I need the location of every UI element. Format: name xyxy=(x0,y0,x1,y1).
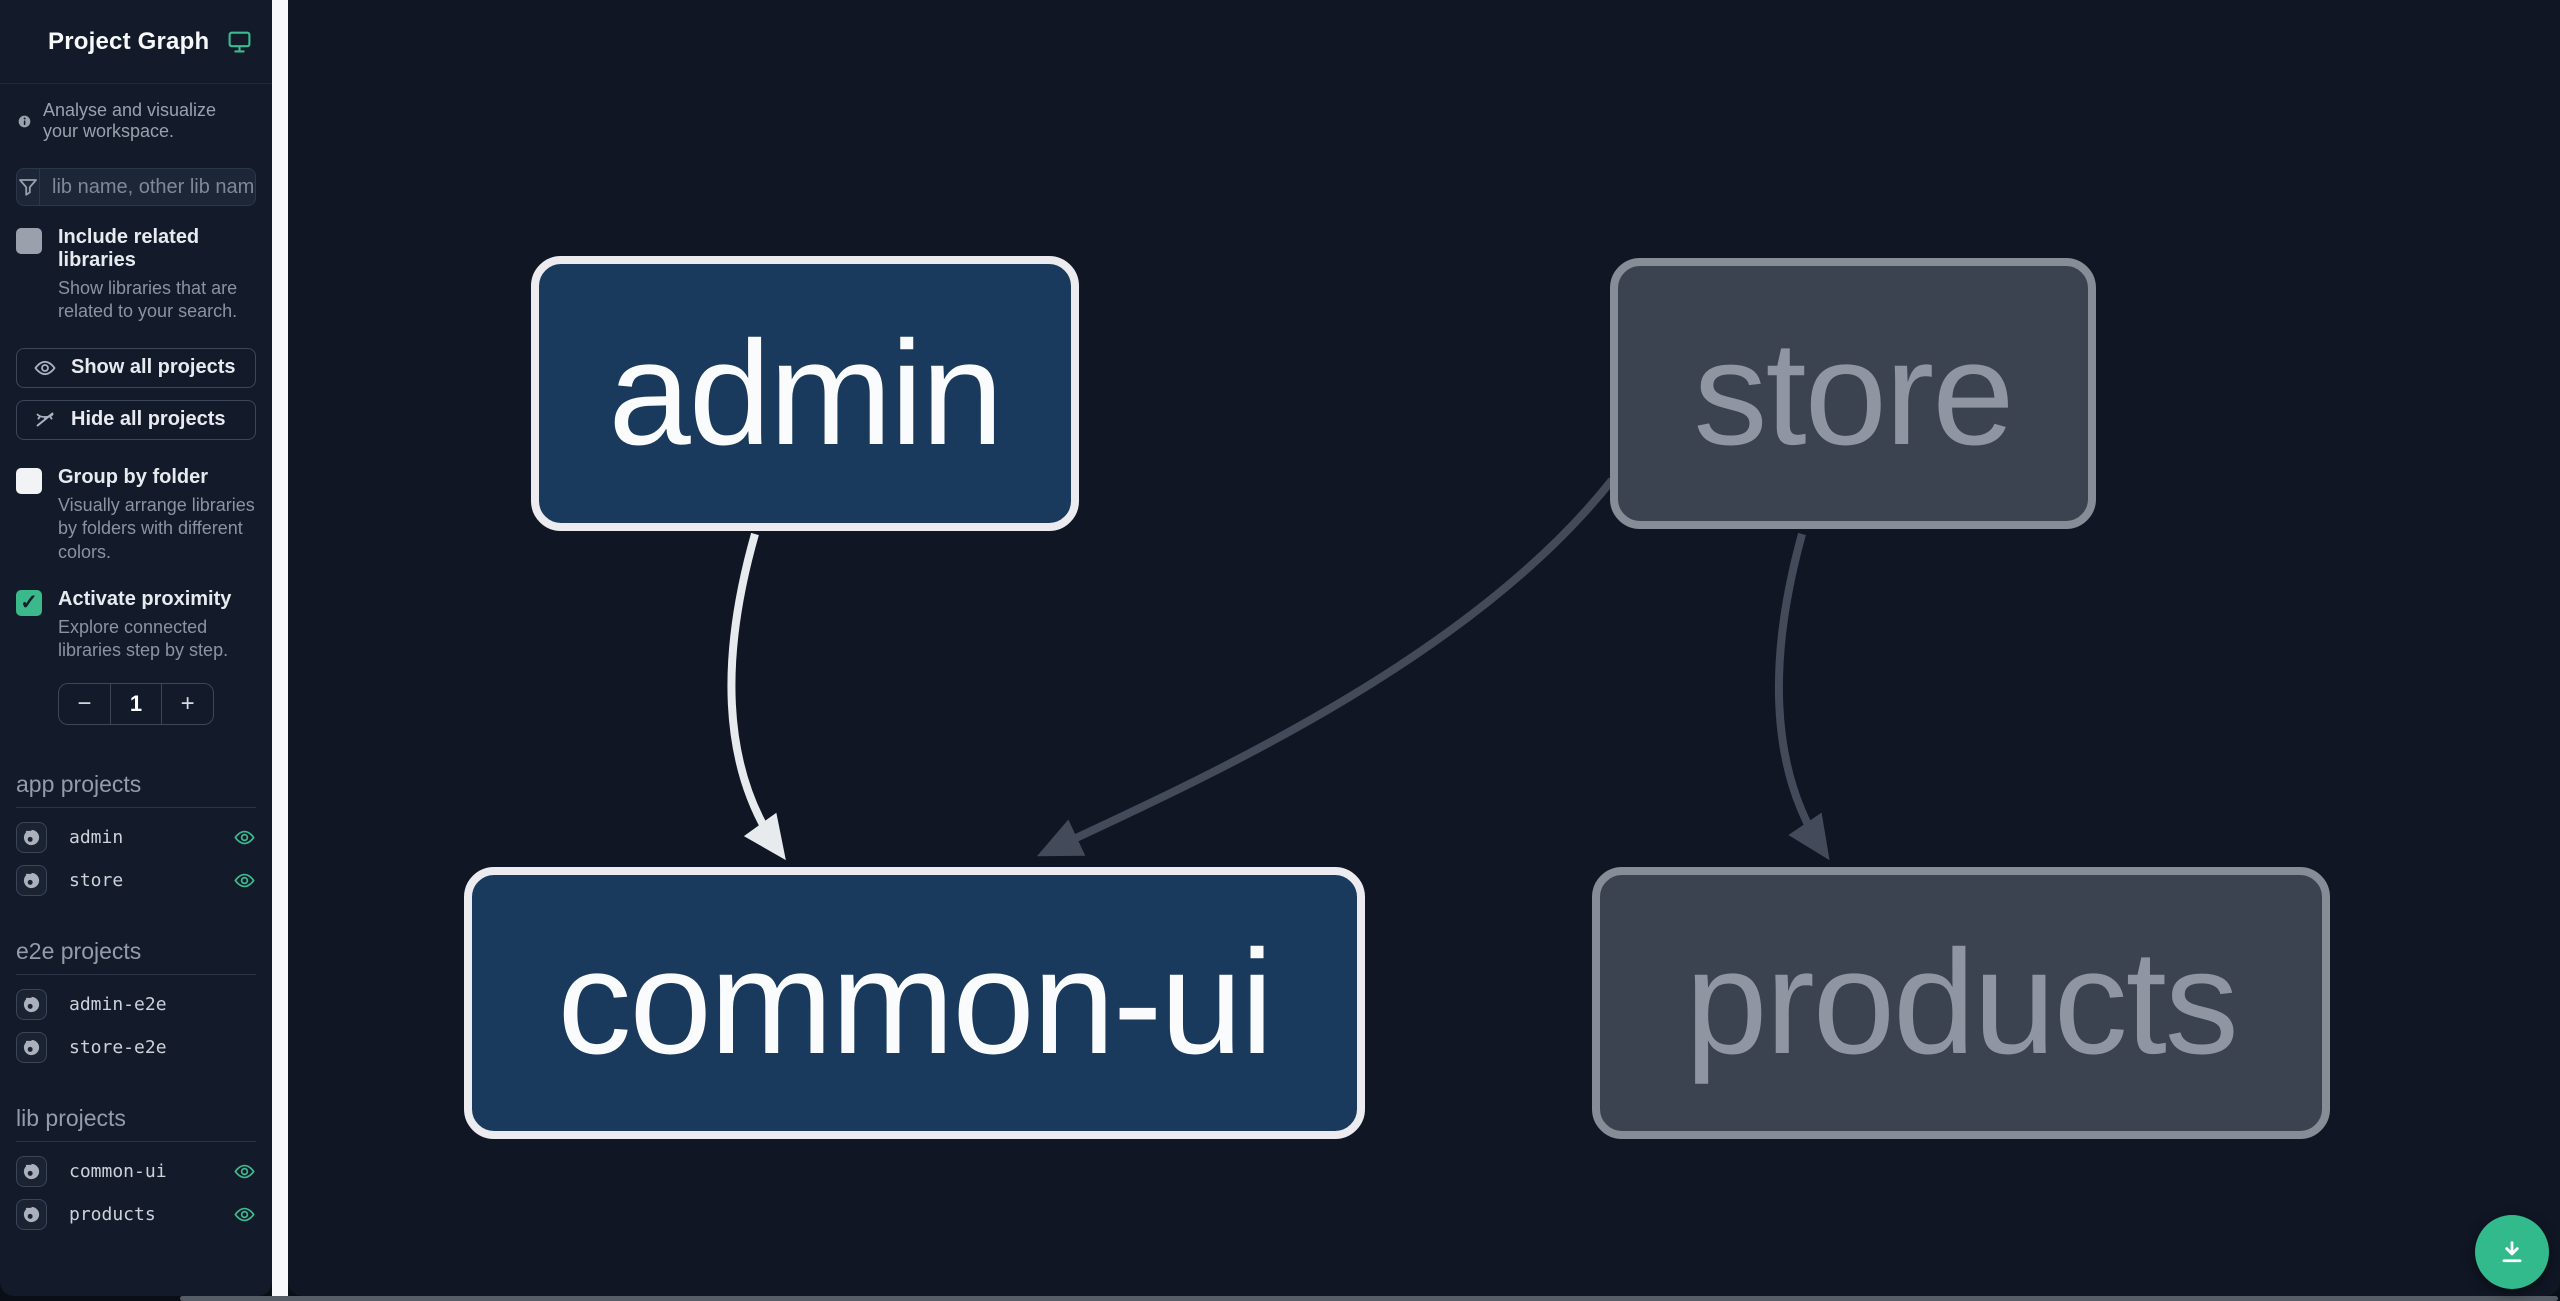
filter-box xyxy=(16,168,256,206)
proximity-increment-button[interactable]: + xyxy=(162,684,213,724)
project-row-products: products xyxy=(0,1193,272,1236)
focus-icon xyxy=(23,1163,40,1179)
app-header: N Project Graph xyxy=(0,0,272,84)
include-related-option: Include related libraries Show libraries… xyxy=(0,226,272,324)
download-image-button[interactable] xyxy=(2475,1215,2549,1289)
include-related-label: Include related libraries xyxy=(58,226,200,271)
show-all-projects-label: Show all projects xyxy=(71,356,236,379)
graph-node-common-ui[interactable]: common-ui xyxy=(464,867,1365,1139)
graph-node-admin[interactable]: admin xyxy=(531,256,1079,531)
proximity-stepper: − 1 + xyxy=(58,682,214,725)
focus-icon xyxy=(23,1206,40,1222)
project-name: admin xyxy=(69,826,124,848)
focus-project-button[interactable] xyxy=(16,1031,47,1063)
toggle-visibility-eye-icon[interactable] xyxy=(233,1160,256,1183)
group-by-folder-description: Visually arrange libraries by folders wi… xyxy=(58,494,255,562)
project-name: products xyxy=(69,1203,156,1225)
include-related-description: Show libraries that are related to your … xyxy=(58,278,238,322)
sidebar-scrollbar[interactable] xyxy=(272,0,288,1296)
group-by-folder-option: Group by folder Visually arrange librari… xyxy=(0,466,272,564)
proximity-value: 1 xyxy=(109,683,163,724)
group-by-folder-checkbox[interactable] xyxy=(16,467,42,494)
project-row-admin: admin xyxy=(0,816,272,859)
focus-project-button[interactable] xyxy=(16,988,47,1020)
project-name: store xyxy=(69,869,124,891)
show-all-projects-button[interactable]: Show all projects xyxy=(16,347,256,388)
activate-proximity-checkbox[interactable]: ✓ xyxy=(16,589,42,616)
project-row-admin-e2e: admin-e2e xyxy=(0,983,272,1026)
include-related-checkbox[interactable] xyxy=(16,228,42,254)
focus-icon xyxy=(23,996,40,1012)
hide-all-projects-button[interactable]: Hide all projects xyxy=(16,399,256,440)
project-name: admin-e2e xyxy=(69,993,167,1015)
node-label: products xyxy=(1685,920,2239,1085)
toggle-visibility-eye-icon[interactable] xyxy=(233,826,256,849)
toggle-visibility-eye-icon[interactable] xyxy=(233,1203,256,1226)
focus-mode-icon[interactable] xyxy=(227,29,252,54)
node-label: store xyxy=(1693,310,2014,476)
eye-off-icon xyxy=(36,412,54,427)
focus-project-button[interactable] xyxy=(16,1155,47,1187)
project-name: store-e2e xyxy=(69,1036,167,1058)
download-icon xyxy=(2502,1241,2522,1263)
proximity-decrement-button[interactable]: − xyxy=(59,684,110,724)
project-row-common-ui: common-ui xyxy=(0,1150,272,1193)
graph-node-products[interactable]: products xyxy=(1592,867,2330,1139)
focus-icon xyxy=(23,872,40,888)
page-title: Project Graph xyxy=(48,27,210,55)
group-by-folder-label: Group by folder xyxy=(58,465,208,488)
activate-proximity-option: ✓ Activate proximity Explore connected l… xyxy=(0,588,272,663)
project-row-store-e2e: store-e2e xyxy=(0,1026,272,1069)
sidebar: N Project Graph Analyse and visualize yo… xyxy=(0,0,272,1296)
project-row-store: store xyxy=(0,859,272,902)
activate-proximity-label: Activate proximity xyxy=(58,587,232,610)
tagline-text: Analyse and visualize your workspace. xyxy=(42,100,217,141)
graph-node-store[interactable]: store xyxy=(1610,258,2096,529)
project-name: common-ui xyxy=(69,1160,167,1182)
hide-all-projects-label: Hide all projects xyxy=(71,408,226,431)
focus-project-button[interactable] xyxy=(16,821,47,853)
horizontal-scrollbar[interactable] xyxy=(180,1296,2558,1301)
node-label: common-ui xyxy=(557,920,1274,1085)
focus-icon xyxy=(23,1039,40,1055)
focus-icon xyxy=(23,829,40,845)
activate-proximity-description: Explore connected libraries step by step… xyxy=(58,616,229,661)
funnel-icon xyxy=(17,169,40,205)
toggle-visibility-eye-icon[interactable] xyxy=(233,869,256,892)
focus-project-button[interactable] xyxy=(16,864,47,896)
section-title-e2e-projects: e2e projects xyxy=(16,938,256,975)
focus-project-button[interactable] xyxy=(16,1198,47,1230)
section-title-lib-projects: lib projects xyxy=(16,1105,256,1142)
node-label: admin xyxy=(608,310,1003,476)
filter-input[interactable] xyxy=(40,169,255,205)
eye-icon xyxy=(34,360,56,375)
tagline-row: Analyse and visualize your workspace. xyxy=(0,84,272,142)
section-title-app-projects: app projects xyxy=(16,771,256,808)
info-icon xyxy=(18,115,31,127)
